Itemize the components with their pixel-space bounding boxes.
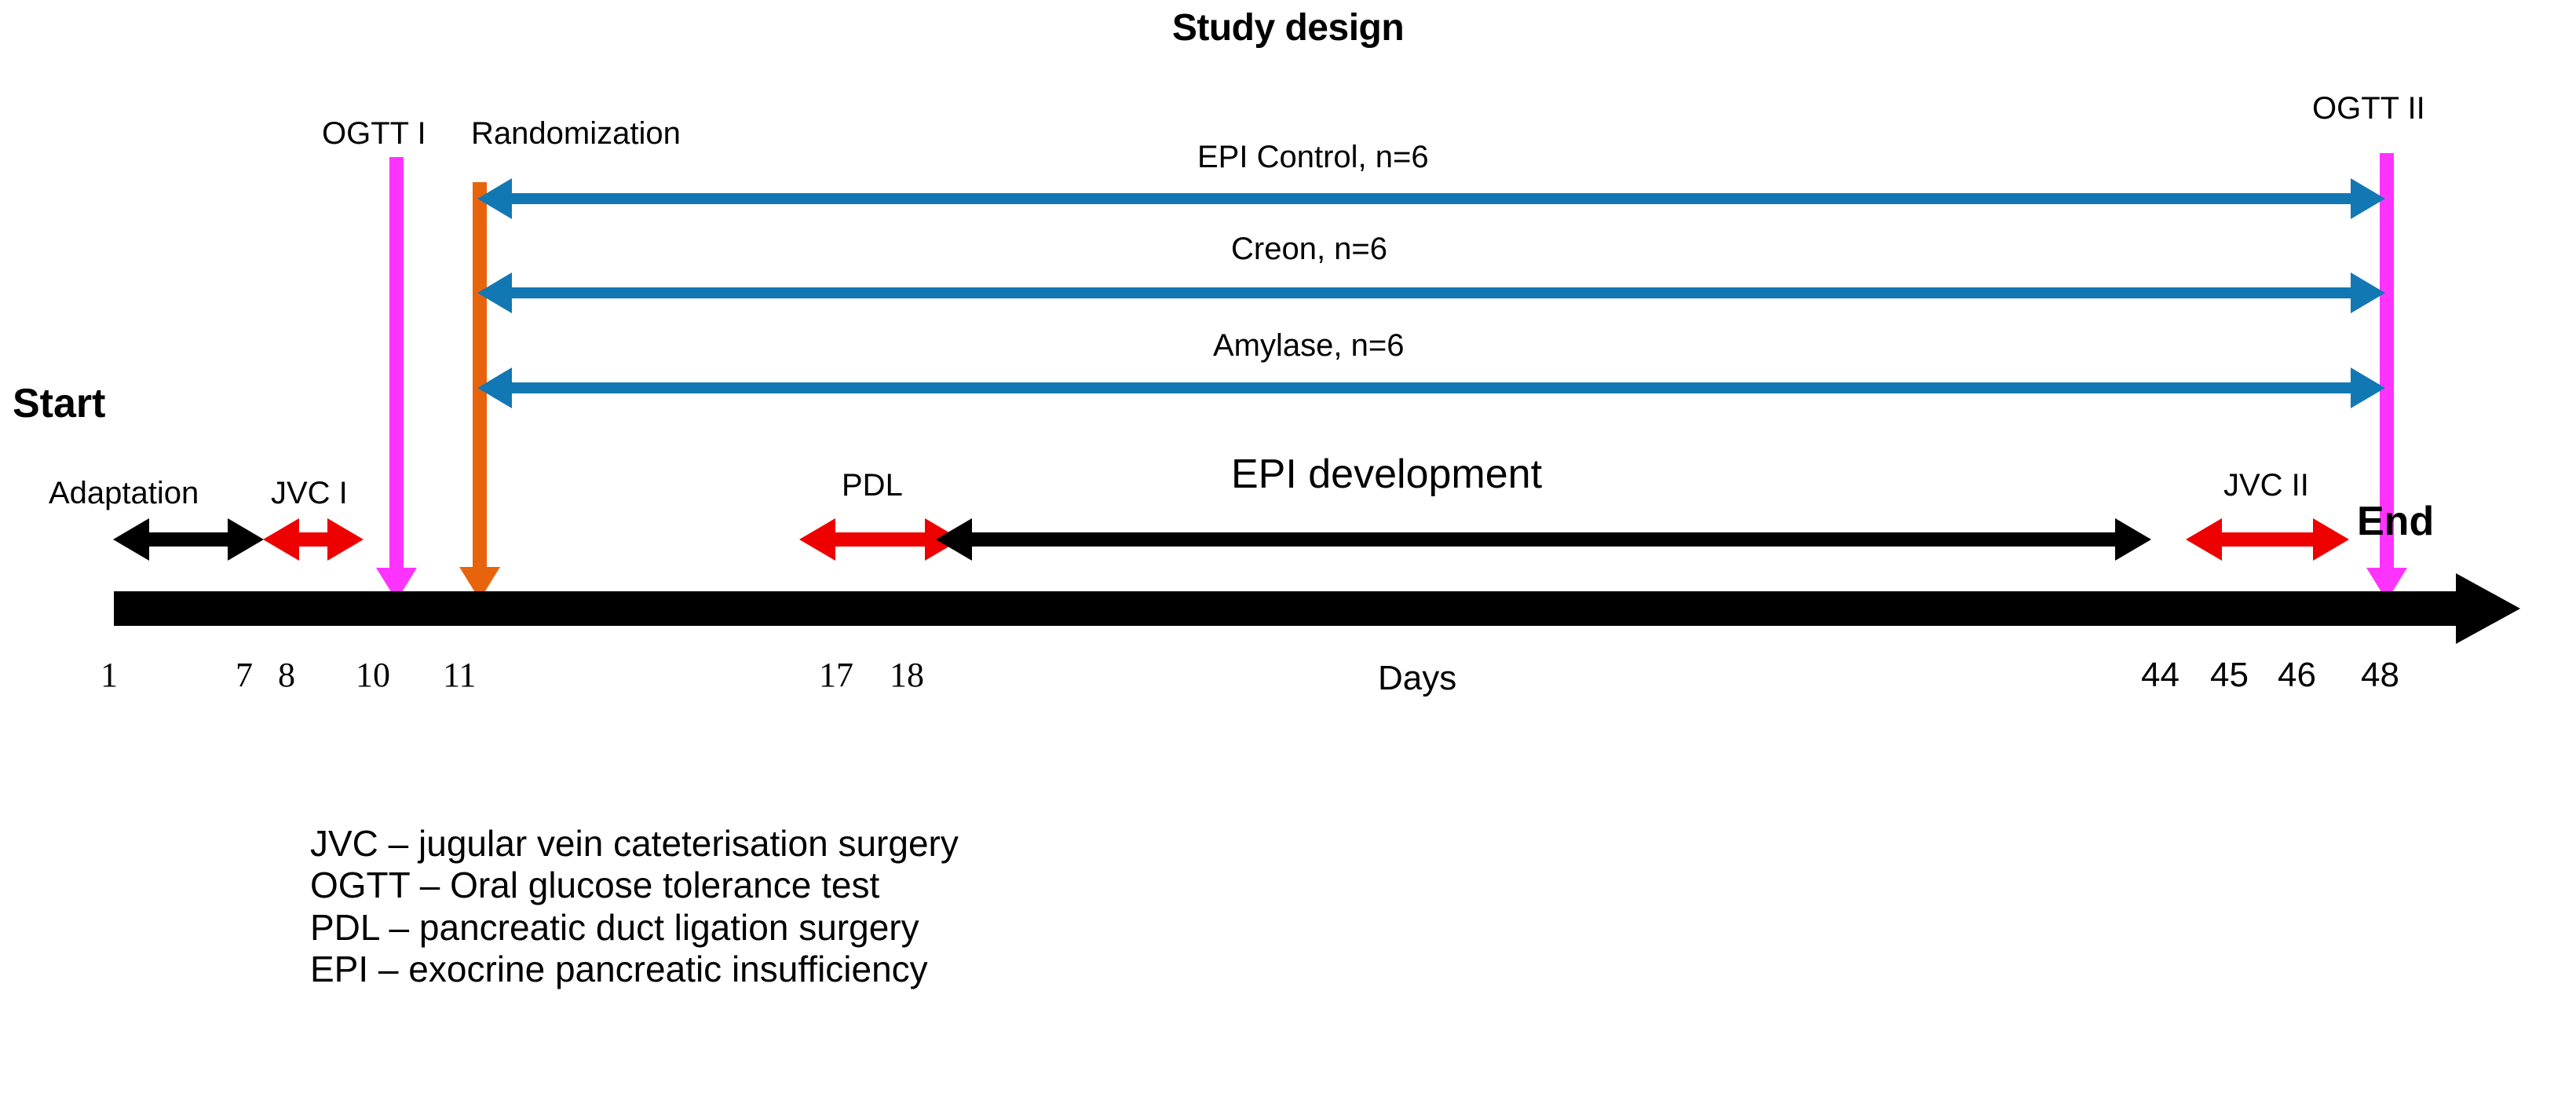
phase-arrow-epi-development-head-right: [2115, 518, 2151, 561]
abbreviation-epi: EPI – exocrine pancreatic insufficiency: [310, 949, 928, 990]
phase-label-epi-development: EPI development: [1231, 452, 1543, 497]
phase-label-pdl: PDL: [842, 468, 903, 503]
arm-arrow-creon-head-left: [477, 272, 512, 313]
phase-arrow-jvc-2-head-left: [2186, 518, 2222, 561]
phase-arrow-pdl-shaft: [832, 532, 926, 547]
day-tick-18: 18: [890, 656, 924, 694]
day-tick-44: 44: [2141, 656, 2180, 694]
phase-arrow-pdl-head-left: [799, 518, 835, 561]
phase-arrow-epi-development-head-left: [936, 518, 972, 561]
day-tick-1: 1: [100, 656, 118, 694]
phase-arrow-adaptation-head-right: [228, 518, 264, 561]
phase-arrow-jvc-2-head-right: [2313, 518, 2349, 561]
phase-arrow-epi-development-shaft: [969, 532, 2117, 547]
timeline-end-label: End: [2357, 499, 2435, 544]
phase-arrow-adaptation-shaft: [146, 532, 229, 547]
event-label-ogtt-2: OGTT II: [2312, 91, 2425, 126]
phase-label-jvc-1: JVC I: [271, 476, 348, 510]
abbreviation-pdl: PDL – pancreatic duct ligation surgery: [310, 906, 919, 948]
day-tick-8: 8: [278, 656, 295, 694]
phase-arrow-adaptation-head-left: [113, 518, 149, 561]
arm-arrow-epi-control-shaft: [510, 193, 2351, 204]
event-marker-ogtt-2-line: [2380, 153, 2394, 569]
day-tick-11: 11: [443, 656, 477, 694]
arm-arrow-epi-control-head-left: [477, 178, 512, 219]
timeline-axis-arrowhead: [2456, 573, 2520, 644]
day-tick-10: 10: [356, 656, 390, 694]
phase-arrow-jvc-1-head-left: [263, 518, 299, 561]
figure-title: Study design: [1171, 7, 1405, 49]
phase-arrow-jvc-1-head-right: [327, 518, 364, 561]
day-tick-7: 7: [236, 656, 253, 694]
phase-label-adaptation: Adaptation: [49, 476, 199, 510]
arm-arrow-creon-shaft: [510, 287, 2351, 298]
timeline-axis-caption: Days: [1378, 659, 1457, 697]
abbreviation-legend: JVC – jugular vein cateterisation surger…: [310, 823, 959, 990]
day-tick-48: 48: [2361, 656, 2399, 694]
arm-arrow-amylase-head-left: [477, 367, 512, 408]
event-label-randomization: Randomization: [471, 116, 681, 151]
event-label-ogtt-1: OGTT I: [322, 116, 426, 151]
phase-arrow-jvc-2-shaft: [2219, 532, 2315, 547]
day-tick-17: 17: [819, 656, 853, 694]
arm-arrow-amylase-head-right: [2351, 367, 2385, 408]
event-marker-ogtt-1-line: [389, 157, 404, 569]
arm-arrow-creon-head-right: [2351, 272, 2385, 313]
timeline-axis-bar: [114, 591, 2457, 626]
arm-label-epi-control: EPI Control, n=6: [1197, 140, 1429, 174]
day-tick-46: 46: [2278, 656, 2316, 694]
day-tick-45: 45: [2210, 656, 2249, 694]
phase-arrow-jvc-1-shaft: [296, 532, 329, 547]
abbreviation-ogtt: OGTT – Oral glucose tolerance test: [310, 865, 880, 906]
phase-label-jvc-2: JVC II: [2223, 468, 2309, 503]
abbreviation-jvc: JVC – jugular vein cateterisation surger…: [310, 823, 959, 864]
arm-label-creon: Creon, n=6: [1231, 232, 1388, 266]
arm-arrow-amylase-shaft: [510, 382, 2351, 393]
arm-arrow-epi-control-head-right: [2351, 178, 2385, 219]
timeline-start-label: Start: [13, 381, 106, 426]
arm-label-amylase: Amylase, n=6: [1213, 328, 1405, 363]
